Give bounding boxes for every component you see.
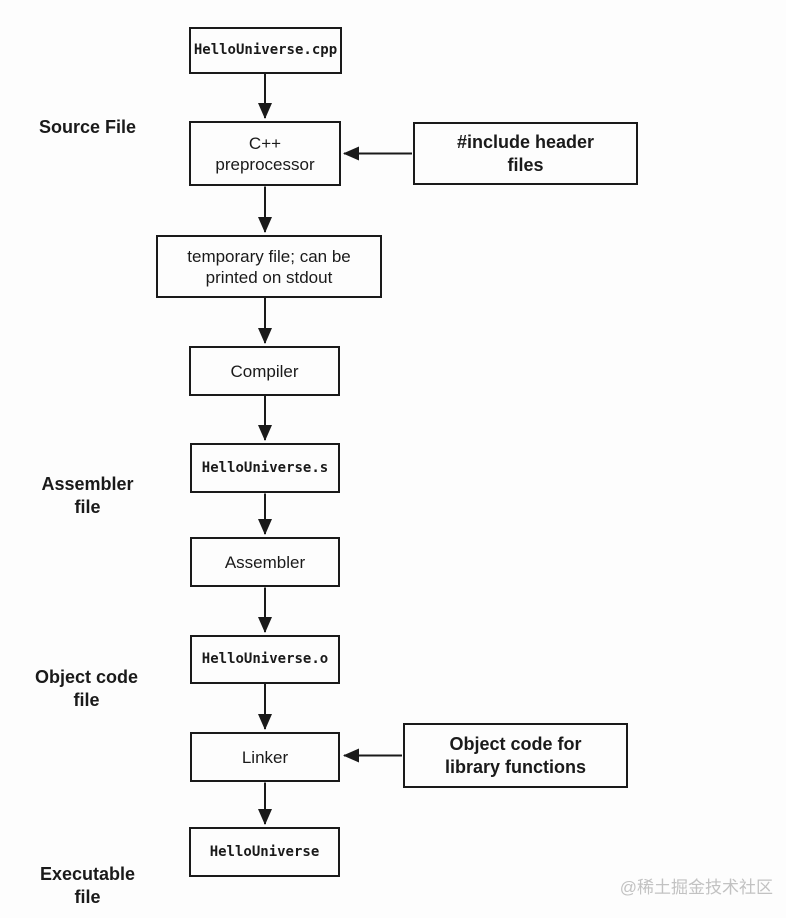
node-temporary-file: temporary file; can be printed on stdout [156, 235, 382, 298]
node-preprocessor-label: C++ preprocessor [215, 133, 315, 174]
stage-label-assembler-file: Assembler file [20, 450, 155, 519]
node-source-file: HelloUniverse.cpp [189, 27, 342, 74]
node-assembler-file-label: HelloUniverse.s [201, 459, 329, 476]
stage-label-source-file: Source File [20, 93, 155, 139]
node-library-object-code-label: Object code for library functions [444, 733, 587, 777]
node-include-headers-label: #include header files [456, 131, 595, 175]
stage-label-executable-file: Executable file [20, 840, 155, 909]
node-include-headers: #include header files [413, 122, 638, 185]
node-assembler-file: HelloUniverse.s [190, 443, 340, 493]
node-linker: Linker [190, 732, 340, 782]
node-preprocessor: C++ preprocessor [189, 121, 341, 186]
node-library-object-code: Object code for library functions [403, 723, 628, 788]
node-temporary-file-label: temporary file; can be printed on stdout [187, 246, 351, 287]
node-source-file-label: HelloUniverse.cpp [193, 42, 338, 58]
watermark-text: @稀土掘金技术社区 [619, 878, 773, 897]
stage-label-source-file-text: Source File [38, 117, 137, 137]
node-executable-file-label: HelloUniverse [209, 843, 320, 860]
watermark: @稀土掘金技术社区 [598, 873, 773, 898]
stage-label-object-code-file: Object code file [14, 643, 159, 712]
node-executable-file: HelloUniverse [189, 827, 340, 877]
node-object-file-label: HelloUniverse.o [201, 651, 329, 667]
node-linker-label: Linker [241, 747, 289, 767]
node-assembler: Assembler [190, 537, 340, 587]
stage-label-assembler-file-text: Assembler file [41, 474, 134, 517]
node-assembler-label: Assembler [224, 552, 306, 572]
node-compiler-label: Compiler [230, 361, 299, 381]
node-compiler: Compiler [189, 346, 340, 396]
stage-label-object-code-file-text: Object code file [34, 667, 139, 710]
stage-label-executable-file-text: Executable file [39, 864, 136, 907]
node-object-file: HelloUniverse.o [190, 635, 340, 684]
